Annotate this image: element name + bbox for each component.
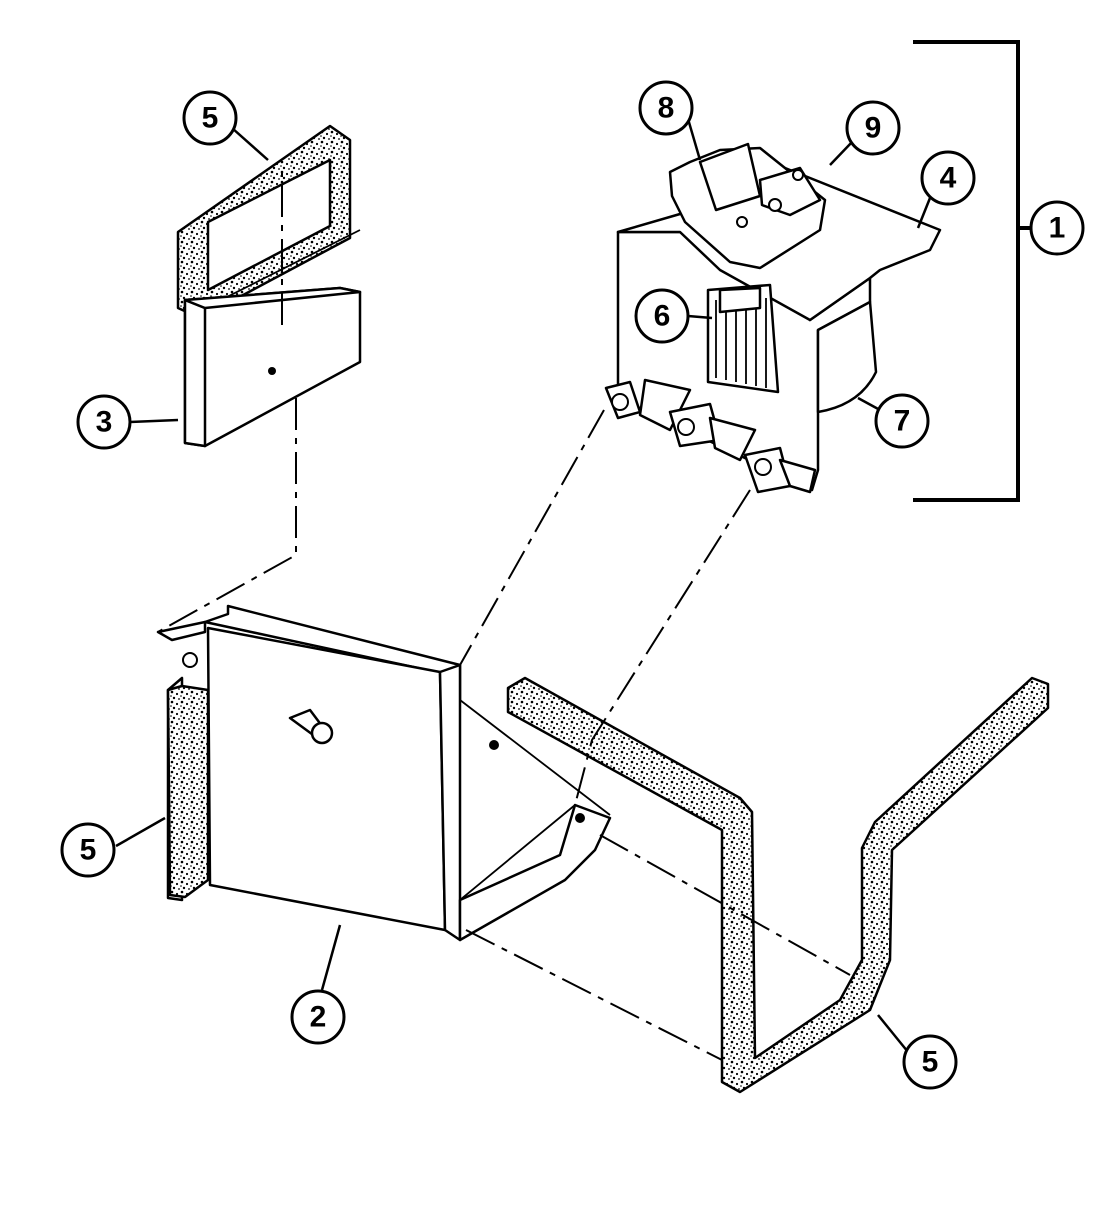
callout-1-label: 1	[1049, 212, 1066, 245]
callout-8: 8	[638, 80, 694, 136]
callout-9: 9	[845, 100, 901, 156]
callout-2-label: 2	[310, 1001, 327, 1034]
callout-7-label: 7	[894, 405, 911, 438]
callout-5-bottom-label: 5	[922, 1046, 939, 1079]
assembly-bracket	[913, 40, 1032, 502]
callout-9-label: 9	[865, 112, 882, 145]
assembly-lines	[157, 170, 851, 1061]
callout-4-label: 4	[940, 162, 957, 195]
callout-5-top: 5	[182, 90, 238, 146]
bottom-gasket	[506, 676, 1050, 1094]
block-part-3	[183, 229, 362, 448]
callout-2: 2	[290, 989, 346, 1045]
callout-3-label: 3	[96, 406, 113, 439]
callout-3: 3	[76, 394, 132, 450]
callout-7: 7	[874, 393, 930, 449]
callout-5-left-label: 5	[80, 834, 97, 867]
motor-assembly	[604, 142, 942, 494]
mounting-panel-2	[156, 604, 612, 942]
callout-1: 1	[1029, 200, 1085, 256]
callout-5-left: 5	[60, 822, 116, 878]
callout-6: 6	[634, 288, 690, 344]
callout-5-bottom: 5	[902, 1034, 958, 1090]
callout-8-label: 8	[658, 92, 675, 125]
screw-hole-icon	[268, 367, 276, 375]
top-gasket	[176, 124, 352, 320]
callout-5-top-label: 5	[202, 102, 219, 135]
callout-4: 4	[920, 150, 976, 206]
callout-6-label: 6	[654, 300, 671, 333]
